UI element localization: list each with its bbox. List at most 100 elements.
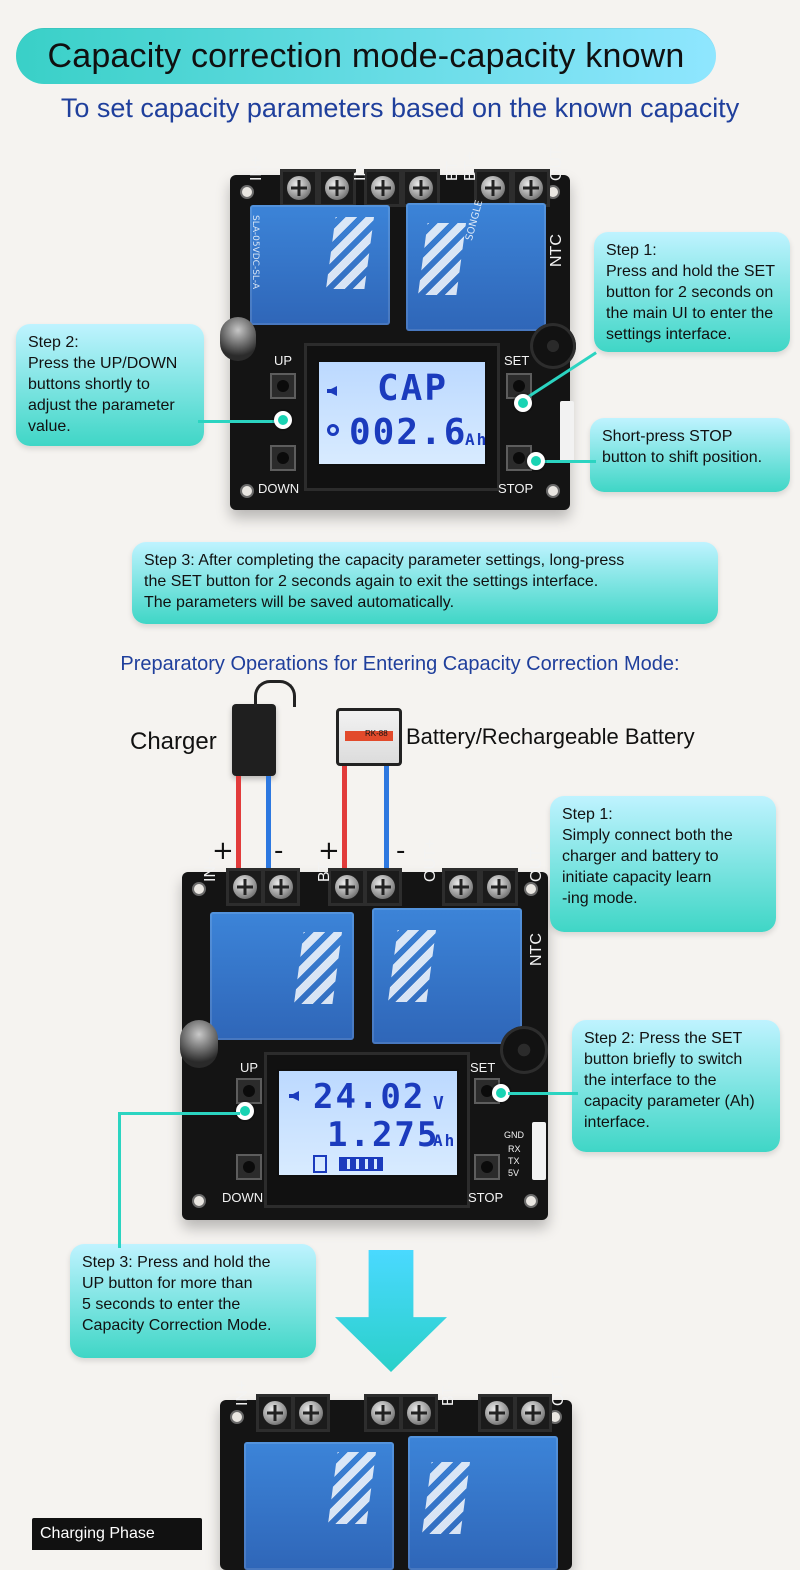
screw-icon: [409, 176, 433, 200]
label-up: UP: [240, 1060, 259, 1075]
terminal-block: [474, 169, 512, 207]
label-out-minus: OUT-: [550, 1367, 567, 1406]
charger-negative-wire: [266, 776, 271, 870]
label-rx: RX: [508, 1144, 521, 1154]
lcd-voltage: 24.02: [313, 1077, 426, 1117]
screw-icon: [287, 176, 311, 200]
battery-plus-sign: +: [318, 836, 340, 866]
label-bt-plus: BT+: [316, 852, 333, 882]
label-in-plus: IN+: [248, 155, 265, 181]
terminal-block: [514, 1394, 552, 1432]
lcd-unit: Ah: [465, 430, 489, 449]
screw-icon: [519, 176, 543, 200]
page-title: Capacity correction mode-capacity known: [16, 28, 716, 84]
lcd-voltage-unit: V: [433, 1093, 446, 1114]
songle-logo-icon: [388, 930, 436, 1002]
screw-icon: [325, 176, 349, 200]
pointer-line: [118, 1112, 240, 1115]
lcd-capacity-unit: Ah: [433, 1131, 457, 1150]
terminal-block: [318, 169, 356, 207]
label-down: DOWN: [222, 1190, 264, 1205]
charger-plus-sign: +: [212, 836, 234, 866]
screw-icon: [371, 1401, 395, 1425]
down-button[interactable]: [270, 445, 296, 471]
label-in-plus: IN+: [234, 1380, 251, 1406]
label-5v: 5V: [508, 1168, 520, 1178]
charger-icon: [232, 704, 276, 776]
charger-label: Charger: [130, 728, 217, 755]
label-up: UP: [274, 353, 293, 368]
screw-icon: [485, 1401, 509, 1425]
label-in-plus: IN+: [202, 856, 219, 882]
terminal-block: [478, 1394, 516, 1432]
songle-logo-icon: [422, 1462, 470, 1534]
pointer-dot: [236, 1102, 254, 1120]
label-set: SET: [470, 1060, 496, 1075]
label-in-minus: IN-: [352, 159, 369, 181]
relay-right: [408, 1436, 558, 1570]
screw-icon: [371, 875, 395, 899]
screw-icon: [449, 875, 473, 899]
songle-logo-icon: [294, 932, 342, 1004]
pointer-line: [198, 420, 282, 423]
terminal-block: [364, 169, 402, 207]
terminal-block: [364, 868, 402, 906]
relay-right: SONGLE: [406, 199, 546, 331]
screw-icon: [233, 875, 257, 899]
control-board-3: IN+ BT- OUT-: [220, 1368, 572, 1570]
label-out-minus: OUT-: [528, 843, 545, 882]
label-bt-minus: BT-: [444, 156, 461, 181]
terminal-block: [262, 868, 300, 906]
lcd-screen: 24.02 V 1.275 Ah: [277, 1069, 459, 1177]
battery-tag: RK-88: [365, 729, 388, 738]
pointer-line: [508, 1092, 578, 1095]
mount-hole-icon: [192, 882, 206, 896]
relay-right: [372, 908, 522, 1044]
battery-stripe: [345, 731, 393, 741]
serial-header: [532, 1122, 546, 1180]
speaker-icon: [327, 386, 337, 396]
terminal-block: [292, 1394, 330, 1432]
stop-button[interactable]: [474, 1154, 500, 1180]
down-button[interactable]: [236, 1154, 262, 1180]
settings-icon: [327, 424, 339, 436]
pointer-dot: [527, 452, 545, 470]
screw-icon: [335, 875, 359, 899]
buzzer-icon: [500, 1026, 548, 1074]
relay-model: SLA-05VDC-SL-A: [250, 215, 260, 289]
relay-left: SLA-05VDC-SL-A: [250, 205, 390, 325]
terminal-block: [226, 868, 264, 906]
terminal-block: [512, 169, 550, 207]
up-button[interactable]: [270, 373, 296, 399]
capacitor-icon: [180, 1020, 218, 1068]
label-tx: TX: [508, 1156, 520, 1166]
battery-label: Battery/Rechargeable Battery: [406, 724, 695, 749]
callout-step3-enter-correction: Step 3: Press and hold the UP button for…: [70, 1244, 316, 1358]
screw-icon: [407, 1401, 431, 1425]
terminal-block: [402, 169, 440, 207]
down-arrow-icon: [335, 1250, 447, 1372]
terminal-block: [400, 1394, 438, 1432]
songle-logo-icon: [328, 1452, 376, 1524]
lcd-line-1: CAP: [377, 368, 449, 409]
label-gnd: GND: [504, 1130, 524, 1140]
terminal-block: [256, 1394, 294, 1432]
relay-left: [244, 1442, 394, 1570]
callout-step2-adjust: Step 2: Press the UP/DOWN buttons shortl…: [16, 324, 204, 446]
screw-icon: [487, 875, 511, 899]
mount-hole-icon: [524, 1194, 538, 1208]
up-button[interactable]: [236, 1078, 262, 1104]
pointer-line: [536, 460, 596, 463]
control-board-2: IN+ BT+ OUT+ OUT- NTC UP DOWN 24.02 V 1.…: [180, 839, 548, 1220]
terminal-block: [280, 169, 318, 207]
speaker-icon: [289, 1091, 299, 1101]
mount-hole-icon: [240, 484, 254, 498]
cable-icon: [254, 680, 296, 707]
charger-positive-wire: [236, 776, 241, 870]
callout-stop-shift: Short-press STOP button to shift positio…: [590, 418, 790, 492]
relay-left: [210, 912, 354, 1040]
label-bt-minus: BT-: [440, 1381, 457, 1406]
buzzer-icon: [530, 323, 576, 369]
label-stop: STOP: [468, 1190, 504, 1205]
lcd-capacity: 1.275: [327, 1115, 440, 1155]
